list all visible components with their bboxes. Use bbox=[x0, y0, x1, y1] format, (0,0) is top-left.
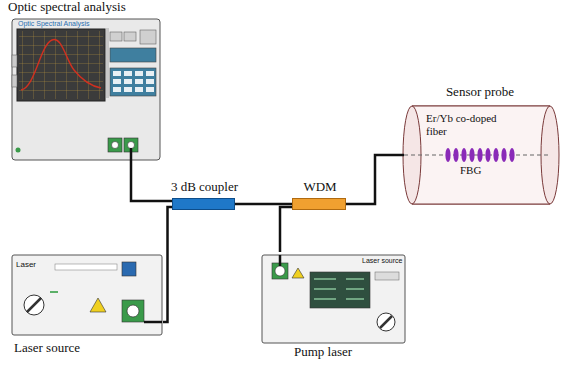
illustration-part bbox=[90, 298, 106, 312]
illustration-part bbox=[112, 142, 119, 149]
illustration-part bbox=[55, 264, 117, 270]
optical-fiber bbox=[235, 203, 292, 206]
illustration-part bbox=[124, 87, 132, 92]
illustration-part bbox=[21, 40, 101, 90]
coupler-box: 3 dB coupler bbox=[172, 198, 235, 210]
illustration-part bbox=[262, 255, 405, 343]
illustration-part bbox=[292, 268, 304, 278]
illustration-part bbox=[113, 79, 121, 84]
node-text: Laser source bbox=[362, 257, 402, 265]
node-text: Optic Spectral Analysis bbox=[18, 20, 90, 28]
pump-laser: Pump laser Laser source bbox=[262, 252, 407, 362]
wdm-box: WDM bbox=[292, 198, 346, 210]
illustration-part bbox=[346, 298, 364, 299]
illustration-part bbox=[412, 106, 550, 107]
illustration-part bbox=[124, 32, 136, 41]
illustration-part bbox=[445, 148, 514, 162]
grating-mark bbox=[501, 148, 506, 162]
illustration-part bbox=[12, 55, 17, 67]
illustration-part bbox=[128, 142, 135, 149]
node-label: WDM bbox=[303, 180, 336, 195]
illustration-part bbox=[124, 71, 132, 76]
node-label: 3 dB coupler bbox=[171, 180, 238, 195]
illustration-part bbox=[375, 272, 399, 280]
node-label: Laser source bbox=[14, 341, 80, 356]
illustration-part bbox=[541, 106, 559, 204]
illustration-part bbox=[12, 19, 160, 160]
illustration-part bbox=[12, 75, 17, 87]
illustration-part bbox=[24, 295, 44, 315]
node-text: Laser bbox=[16, 260, 36, 269]
spectrum-analyser bbox=[12, 19, 160, 162]
illustration-part bbox=[275, 266, 285, 276]
laser-source: Laser source Laser bbox=[8, 252, 163, 360]
illustration-part bbox=[346, 288, 364, 289]
grating-mark bbox=[445, 148, 450, 162]
illustration-part bbox=[135, 79, 143, 84]
illustration-part bbox=[127, 305, 139, 317]
illustration-part bbox=[279, 255, 282, 266]
illustration-part bbox=[146, 87, 154, 92]
illustration-part bbox=[314, 298, 336, 299]
illustration-part bbox=[377, 313, 395, 331]
illustration-part bbox=[314, 279, 364, 299]
illustration-part bbox=[110, 32, 122, 41]
laser-source-unit bbox=[12, 255, 162, 335]
illustration-part bbox=[146, 71, 154, 76]
node-label: Sensor probe bbox=[446, 85, 514, 100]
node-text: Er/Yb co-doped fiber bbox=[426, 112, 516, 137]
illustration-part bbox=[50, 291, 58, 293]
illustration-part bbox=[314, 278, 336, 279]
illustration-part bbox=[12, 255, 162, 335]
illustration-part bbox=[108, 138, 122, 152]
spectrum-analyser: Optic spectral analysisOptic Spectral An… bbox=[8, 0, 163, 162]
grating-mark bbox=[509, 148, 514, 162]
illustration-part bbox=[135, 71, 143, 76]
sensor-probe: Sensor probeEr/Yb co-doped fiberFBG bbox=[404, 104, 556, 206]
illustration-part bbox=[113, 87, 121, 92]
illustration-part bbox=[122, 262, 136, 276]
illustration-part bbox=[106, 28, 109, 98]
illustration-part bbox=[140, 30, 156, 44]
illustration-part bbox=[144, 321, 162, 324]
sensor-probe-cylinder bbox=[403, 106, 559, 204]
illustration-part bbox=[19, 31, 103, 99]
illustration-part bbox=[135, 87, 143, 92]
illustration-part bbox=[122, 300, 144, 322]
grating-mark bbox=[453, 148, 458, 162]
illustration-part bbox=[412, 204, 550, 205]
illustration-part bbox=[124, 79, 132, 84]
optical-fiber bbox=[131, 162, 172, 201]
grating-mark bbox=[485, 148, 490, 162]
pump-laser-unit bbox=[262, 255, 405, 343]
illustration-part bbox=[16, 148, 21, 153]
optical-fiber bbox=[163, 207, 172, 322]
illustration-part bbox=[314, 288, 336, 289]
illustration-part bbox=[113, 71, 154, 92]
illustration-part bbox=[380, 316, 392, 328]
illustration-part bbox=[110, 68, 156, 96]
node-label: Optic spectral analysis bbox=[8, 0, 126, 15]
illustration-part bbox=[346, 278, 364, 279]
optical-fiber bbox=[346, 155, 404, 204]
grating-mark bbox=[469, 148, 474, 162]
grating-mark bbox=[477, 148, 482, 162]
illustration-part bbox=[310, 272, 370, 308]
illustration-part bbox=[113, 71, 121, 76]
illustration-part bbox=[17, 29, 105, 101]
illustration-part bbox=[404, 154, 548, 155]
node-text: FBG bbox=[460, 164, 481, 177]
node-label: Pump laser bbox=[294, 345, 352, 360]
optical-fiber bbox=[280, 207, 292, 252]
grating-mark bbox=[461, 148, 466, 162]
illustration-part bbox=[146, 79, 154, 84]
illustration-part bbox=[27, 298, 41, 312]
illustration-part bbox=[130, 148, 133, 162]
grating-mark bbox=[493, 148, 498, 162]
illustration-part bbox=[110, 48, 156, 62]
